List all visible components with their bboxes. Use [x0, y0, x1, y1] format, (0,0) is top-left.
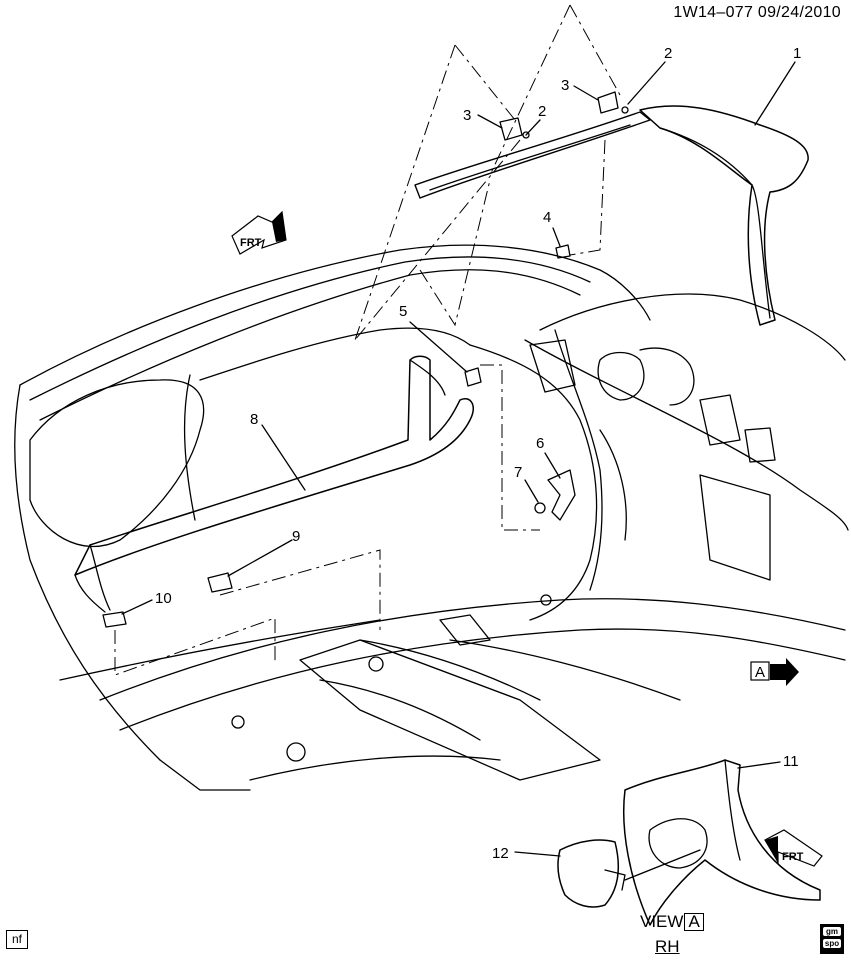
console-panel — [699, 474, 771, 581]
part-12-cover — [557, 839, 620, 908]
callout-11: 11 — [783, 753, 799, 770]
callout-9: 9 — [292, 528, 300, 545]
part-2-screw-a — [522, 131, 530, 139]
leader-2b — [627, 61, 666, 105]
frt-label-lower: FRT — [782, 851, 804, 863]
rocker-panel-lower — [59, 619, 381, 681]
roof-rail-lower — [39, 269, 581, 421]
view-letter-box: A — [684, 913, 704, 931]
dash-vents — [699, 394, 741, 446]
leader-3a — [477, 114, 503, 129]
floor-rib-1 — [249, 755, 501, 781]
inner-panel-curve — [199, 327, 471, 381]
leader-3b — [573, 85, 599, 101]
leader-10 — [121, 599, 153, 615]
callout-2a: 2 — [538, 103, 546, 120]
nf-tag: nf — [6, 930, 29, 949]
leader-view-a — [624, 849, 701, 881]
phantom-line-1 — [354, 44, 456, 341]
view-a-arrow-letter: A — [755, 664, 765, 681]
part-11-trim — [622, 759, 821, 926]
logo-bottom-text: spo — [823, 939, 841, 948]
logo-top-text: gm — [823, 927, 841, 936]
part-1-trim — [639, 105, 809, 326]
b-pillar — [183, 374, 196, 521]
leader-2a — [525, 119, 541, 136]
phantom-line-9 — [219, 549, 381, 630]
body-left-wall — [14, 384, 161, 761]
part-8-sill-trim — [74, 355, 474, 576]
floor-drain-hole — [286, 742, 306, 762]
part-2-screw-b — [621, 106, 629, 114]
callout-3b: 3 — [561, 77, 569, 94]
callout-5: 5 — [399, 303, 407, 320]
phantom-line-3 — [489, 4, 571, 176]
frt-arrow-upper: FRT — [231, 210, 287, 255]
leader-6 — [544, 452, 561, 479]
dashboard-face — [524, 339, 849, 531]
phantom-line-5 — [354, 139, 521, 341]
frt-label-upper: FRT — [240, 237, 262, 249]
view-a-arrow: A — [750, 658, 799, 686]
a-pillar-inner — [554, 329, 603, 591]
callout-3a: 3 — [463, 107, 471, 124]
phantom-line-8 — [480, 364, 540, 531]
part-5-clip — [464, 367, 482, 387]
leader-9 — [227, 539, 293, 577]
phantom-line-4 — [569, 4, 621, 96]
phantom-line-10 — [114, 617, 276, 676]
view-side-label: RH — [655, 937, 680, 956]
floor-pan-edge — [99, 598, 846, 701]
callout-6: 6 — [536, 435, 544, 452]
diagram-reference-code: 1W14–077 09/24/2010 — [673, 4, 841, 21]
leader-11 — [737, 761, 781, 769]
frt-arrow-lower: FRT — [764, 829, 823, 867]
callout-8: 8 — [250, 411, 258, 428]
header-trim-strip — [414, 111, 651, 199]
leader-8 — [261, 424, 306, 491]
phantom-line-7 — [569, 139, 606, 256]
part-7-bolt — [534, 502, 546, 514]
vent-left — [529, 339, 576, 393]
window-opening — [29, 379, 205, 548]
instrument-cluster — [597, 351, 645, 401]
part-3-clip-b — [597, 91, 619, 114]
leader-4 — [552, 227, 561, 247]
door-opening-edge — [469, 344, 598, 621]
leader-7 — [524, 479, 539, 503]
callout-1: 1 — [793, 45, 801, 62]
leader-5 — [409, 321, 468, 373]
callout-2b: 2 — [664, 45, 672, 62]
part-4-clip — [555, 244, 571, 259]
part-6-bracket — [547, 469, 576, 521]
callout-12: 12 — [492, 845, 509, 862]
part-3-clip-a — [499, 117, 523, 141]
gm-spo-logo: gm spo — [820, 924, 844, 954]
leader-1 — [754, 61, 796, 126]
callout-4: 4 — [543, 209, 551, 226]
leader-12 — [514, 851, 561, 857]
floor-rib-2 — [449, 639, 681, 701]
phantom-line-6 — [419, 179, 491, 327]
part-10-clip — [102, 611, 127, 628]
roof-rail-inner — [29, 256, 591, 401]
dashboard-top — [539, 293, 846, 361]
callout-10: 10 — [155, 590, 172, 607]
phantom-line-2 — [454, 44, 516, 121]
part-9-clip — [207, 572, 233, 593]
view-word: VIEW — [640, 912, 684, 931]
callout-7: 7 — [514, 464, 522, 481]
roof-rail-outline — [19, 244, 651, 386]
